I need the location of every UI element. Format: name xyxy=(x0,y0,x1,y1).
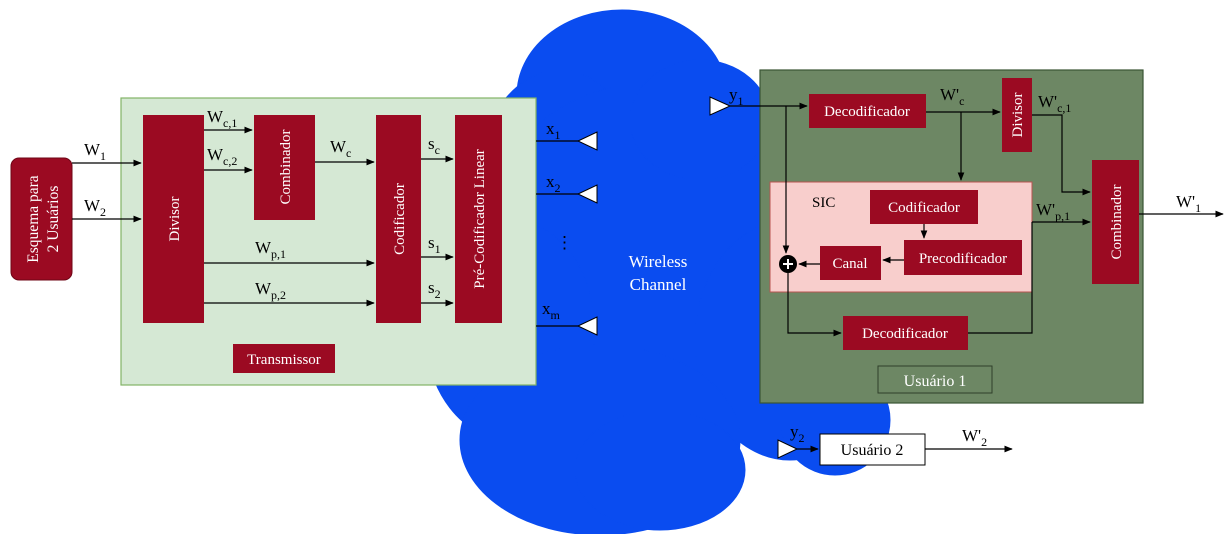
y1-label: y1 xyxy=(729,85,744,108)
x1-label: x1 xyxy=(546,119,561,142)
sic-label: SIC xyxy=(812,195,835,211)
antenna-x2-icon xyxy=(576,184,598,204)
antenna-y1-icon xyxy=(709,96,732,116)
sic-canal-label: Canal xyxy=(833,256,868,272)
wpp1-label: W'p,1 xyxy=(1036,200,1070,223)
wc-label: Wc xyxy=(330,137,351,160)
user1-title-box xyxy=(877,365,993,394)
scheme-label-line2: 2 Usuários xyxy=(45,186,62,253)
y2-label: y2 xyxy=(790,422,805,445)
sic-precodificador-block xyxy=(904,240,1022,275)
tx-divisor-block xyxy=(143,115,204,323)
wp2-label: Wp,2 xyxy=(255,279,286,302)
transmitter-title-box xyxy=(233,344,335,373)
rx-combinador-label: Combinador xyxy=(1109,185,1125,260)
rx-decodificador-top-block xyxy=(809,94,926,128)
user1-output-label: W'1 xyxy=(1176,192,1201,215)
tx-codificador-block xyxy=(376,115,421,323)
x2-label: x2 xyxy=(546,172,561,195)
antenna-y2-icon xyxy=(777,439,799,459)
w2-label: W2 xyxy=(84,196,106,219)
rx-decodificador-bottom-label: Decodificador xyxy=(862,326,948,342)
sic-canal-block xyxy=(820,246,881,280)
rx-decodificador-top-label: Decodificador xyxy=(824,104,910,120)
tx-combinador-label: Combinador xyxy=(278,130,294,205)
tx-codificador-label: Codificador xyxy=(392,183,408,255)
sc-label: sc xyxy=(428,134,440,157)
rx-decodificador-bottom-block xyxy=(843,316,968,350)
s1-label: s1 xyxy=(428,233,441,256)
sic-precodificador-label: Precodificador xyxy=(919,251,1007,267)
xm-label: xm xyxy=(542,299,561,322)
tx-precoder-block xyxy=(455,115,502,323)
rx-divisor-block xyxy=(1002,78,1032,152)
user2-title: Usuário 2 xyxy=(841,442,904,459)
scheme-label-line1: Esquema para xyxy=(25,175,42,262)
tx-wires xyxy=(72,126,578,327)
user2-output-label: W'2 xyxy=(962,426,987,449)
channel-label-line1: Wireless xyxy=(629,252,688,271)
tx-divisor-label: Divisor xyxy=(167,196,183,241)
wp1-label: Wp,1 xyxy=(255,238,286,261)
rx-wires xyxy=(730,102,1224,337)
wc1-label: Wc,1 xyxy=(207,107,237,130)
s2-label: s2 xyxy=(428,278,441,301)
wc2-label: Wc,2 xyxy=(207,145,237,168)
rx-divisor-label: Divisor xyxy=(1010,92,1026,137)
antenna-dots: ⋮ xyxy=(556,233,573,252)
user1-title: Usuário 1 xyxy=(904,373,967,390)
w1-label: W1 xyxy=(84,140,106,163)
antenna-x1-icon xyxy=(576,131,598,151)
antenna-xm-icon xyxy=(576,316,598,336)
rx-combinador-block xyxy=(1092,160,1139,284)
channel-label-line2: Channel xyxy=(630,275,687,294)
sic-codificador-block xyxy=(870,190,978,224)
tx-combinador-block xyxy=(254,115,315,220)
transmitter-title: Transmissor xyxy=(247,352,321,368)
wpc1-label: W'c,1 xyxy=(1038,92,1071,115)
wpc-label: W'c xyxy=(940,85,964,108)
tx-precoder-label: Pré-Codificador Linear xyxy=(472,149,488,289)
sic-codificador-label: Codificador xyxy=(888,200,960,216)
